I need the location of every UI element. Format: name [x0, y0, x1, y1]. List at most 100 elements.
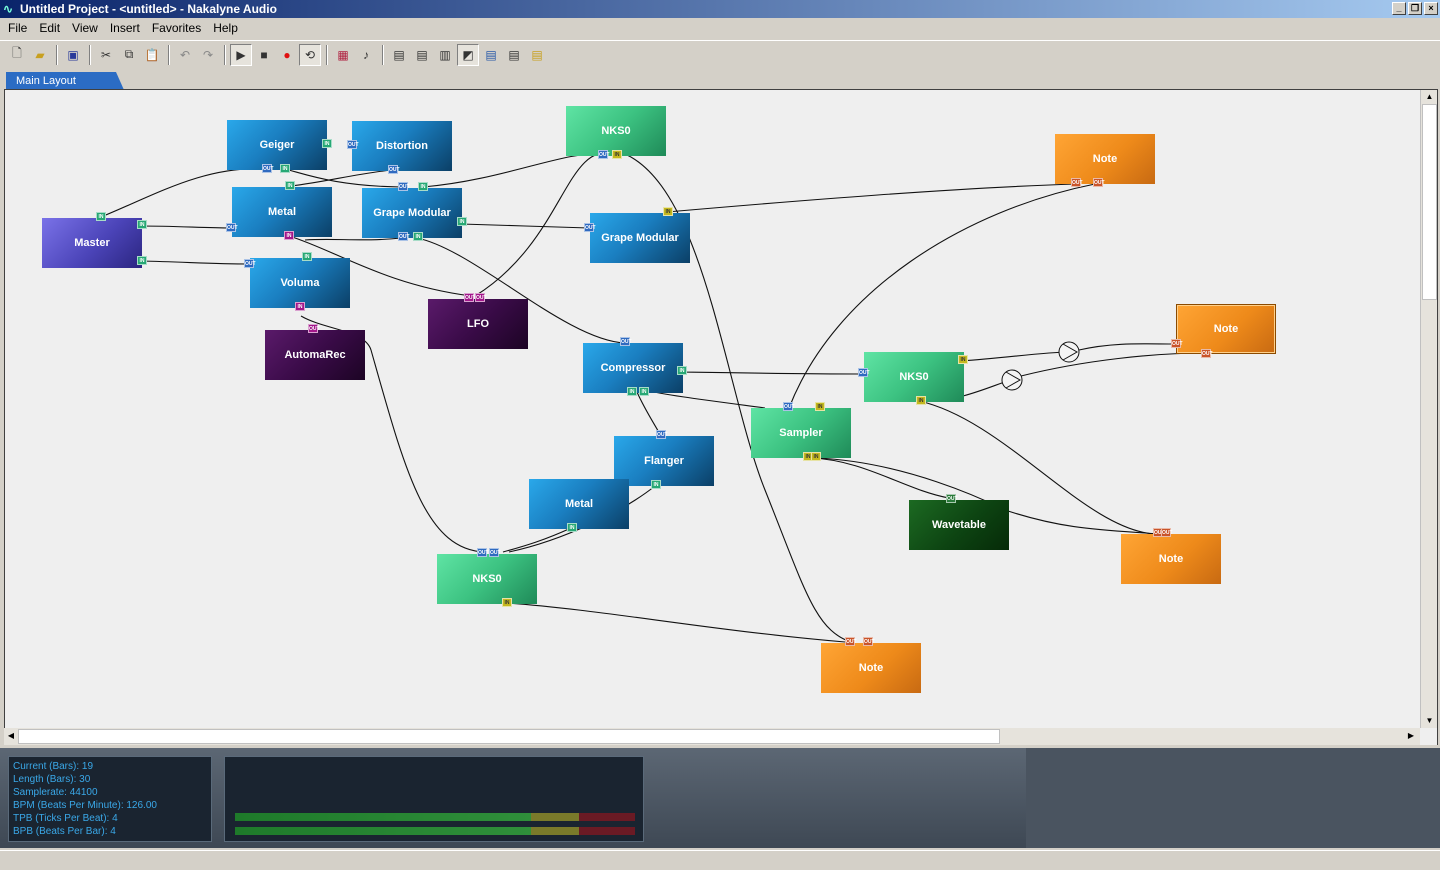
- minimize-button[interactable]: _: [1392, 2, 1406, 15]
- node-grape-modular[interactable]: Grape Modular OUT IN: [584, 207, 690, 263]
- port-out[interactable]: OUT: [464, 293, 476, 302]
- menu-view[interactable]: View: [72, 21, 98, 35]
- port-in[interactable]: IN: [418, 182, 428, 191]
- scroll-up-icon[interactable]: ▲: [1425, 92, 1434, 101]
- view4-icon[interactable]: ◩: [457, 43, 479, 66]
- port-in[interactable]: IN: [96, 212, 106, 221]
- scroll-left-icon[interactable]: ◀: [7, 731, 15, 740]
- node-grape-modular[interactable]: Grape Modular OUT IN IN OUT IN: [362, 182, 467, 241]
- port-out[interactable]: OUT: [598, 150, 610, 159]
- redo-icon[interactable]: ↷: [202, 47, 214, 62]
- play-icon[interactable]: ▶: [230, 43, 252, 66]
- node-nks0[interactable]: NKS0 OUT IN IN: [858, 352, 968, 405]
- new-icon[interactable]: 🗋: [12, 46, 22, 60]
- port-out[interactable]: OUT: [262, 164, 274, 173]
- port-out[interactable]: OUT: [783, 402, 795, 411]
- node-wavetable[interactable]: Wavetable OUT: [909, 494, 1009, 550]
- port-out[interactable]: OUT: [946, 494, 958, 503]
- menu-insert[interactable]: Insert: [109, 21, 140, 35]
- port-out[interactable]: OUT: [1071, 178, 1083, 187]
- restore-button[interactable]: ❐: [1408, 2, 1422, 15]
- cut-icon[interactable]: ✂: [100, 47, 112, 62]
- wave-icon[interactable]: ∿: [3, 2, 14, 16]
- copy-icon[interactable]: ⧉: [124, 47, 134, 61]
- node-sampler[interactable]: Sampler OUT IN IN IN: [751, 402, 851, 461]
- view5-icon[interactable]: ▤: [485, 47, 497, 62]
- port-out[interactable]: OUT: [308, 324, 320, 333]
- piano-icon[interactable]: ♪: [363, 47, 369, 62]
- menu-edit[interactable]: Edit: [39, 21, 61, 35]
- view6-icon[interactable]: ▤: [508, 47, 520, 62]
- menu-favorites[interactable]: Favorites: [151, 21, 202, 35]
- port-in[interactable]: IN: [815, 402, 825, 411]
- port-in[interactable]: IN: [639, 387, 649, 396]
- port-in[interactable]: IN: [302, 252, 312, 261]
- port-in[interactable]: IN: [285, 181, 295, 190]
- node-voluma[interactable]: Voluma OUT IN IN: [244, 252, 350, 311]
- layout-canvas[interactable]: Master IN IN IN Geiger OUT IN IN Distort…: [4, 89, 1438, 745]
- port-in[interactable]: IN: [137, 220, 147, 229]
- port-in[interactable]: IN: [663, 207, 673, 216]
- node-compressor[interactable]: Compressor OUT IN IN IN: [583, 337, 687, 396]
- port-out[interactable]: OUT: [477, 548, 489, 557]
- port-in[interactable]: IN: [457, 217, 467, 226]
- port-in[interactable]: IN: [502, 598, 512, 607]
- node-nks0[interactable]: NKS0 OUT OUT IN: [437, 548, 537, 607]
- node-flanger[interactable]: Flanger OUT IN: [614, 430, 714, 489]
- node-note[interactable]: Note OUT OUT: [1055, 134, 1155, 187]
- undo-icon[interactable]: ↶: [179, 47, 191, 62]
- port-in[interactable]: IN: [627, 387, 637, 396]
- paste-icon[interactable]: 📋: [144, 47, 160, 62]
- node-note[interactable]: Note OUT OUT: [1121, 528, 1221, 584]
- vertical-scrollbar[interactable]: ▲ ▼: [1420, 90, 1437, 728]
- port-out[interactable]: OUT: [489, 548, 501, 557]
- port-out[interactable]: OUT: [475, 293, 487, 302]
- menu-help[interactable]: Help: [213, 21, 238, 35]
- node-automarec[interactable]: AutomaRec OUT: [265, 324, 365, 380]
- vertical-scroll-thumb[interactable]: [1422, 104, 1437, 300]
- save-icon[interactable]: ▣: [67, 47, 79, 62]
- horizontal-scroll-thumb[interactable]: [18, 729, 1000, 744]
- port-out[interactable]: OUT: [1171, 339, 1183, 348]
- port-in[interactable]: IN: [413, 232, 423, 241]
- port-out[interactable]: OUT: [244, 259, 256, 268]
- scroll-right-icon[interactable]: ▶: [1407, 731, 1415, 740]
- port-in[interactable]: IN: [137, 256, 147, 265]
- node-metal[interactable]: Metal IN OUT IN: [226, 181, 332, 240]
- node-master[interactable]: Master IN IN IN: [42, 212, 147, 268]
- stop-icon[interactable]: ■: [260, 47, 268, 62]
- node-distortion[interactable]: Distortion OUT OUT: [347, 121, 452, 174]
- node-lfo[interactable]: LFO OUT OUT: [428, 293, 528, 349]
- open-icon[interactable]: ▰: [35, 47, 45, 62]
- view7-icon[interactable]: ▤: [531, 47, 543, 62]
- view1-icon[interactable]: ▤: [393, 47, 405, 62]
- port-in[interactable]: IN: [280, 164, 290, 173]
- mixer-icon[interactable]: ▦: [337, 47, 349, 62]
- menu-file[interactable]: File: [8, 21, 28, 35]
- node-nks0[interactable]: NKS0 OUT IN: [566, 106, 666, 159]
- horizontal-scrollbar[interactable]: ◀ ▶: [4, 728, 1420, 745]
- port-in[interactable]: IN: [567, 523, 577, 532]
- port-in[interactable]: IN: [295, 302, 305, 311]
- view3-icon[interactable]: ▥: [439, 47, 451, 62]
- loop-icon[interactable]: ⟲: [299, 43, 321, 66]
- port-out[interactable]: OUT: [226, 223, 238, 232]
- node-note[interactable]: Note OUT OUT: [821, 637, 921, 693]
- view2-icon[interactable]: ▤: [416, 47, 428, 62]
- node-note[interactable]: Note OUT OUT: [1171, 304, 1276, 358]
- scroll-down-icon[interactable]: ▼: [1425, 716, 1434, 725]
- port-in[interactable]: IN: [284, 231, 294, 240]
- port-in[interactable]: IN: [958, 355, 968, 364]
- port-in[interactable]: IN: [612, 150, 622, 159]
- port-out[interactable]: OUT: [1161, 528, 1173, 537]
- port-out[interactable]: OUT: [858, 368, 870, 377]
- port-out[interactable]: OUT: [656, 430, 668, 439]
- node-metal[interactable]: Metal IN: [529, 479, 629, 532]
- port-in[interactable]: IN: [322, 139, 332, 148]
- port-out[interactable]: OUT: [1201, 349, 1213, 358]
- port-out[interactable]: OUT: [845, 637, 857, 646]
- port-in[interactable]: IN: [916, 396, 926, 405]
- tab-main-layout[interactable]: Main Layout: [6, 72, 124, 90]
- port-out[interactable]: OUT: [398, 232, 410, 241]
- port-out[interactable]: OUT: [398, 182, 410, 191]
